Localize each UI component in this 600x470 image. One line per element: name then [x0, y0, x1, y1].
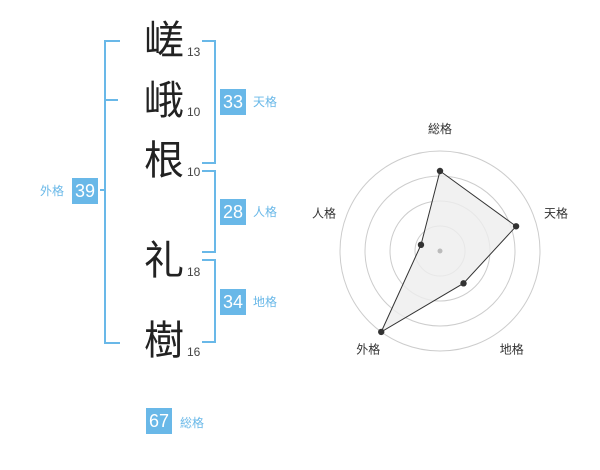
radar-axis-label-5: 人格: [312, 205, 336, 220]
radar-point-2: [512, 223, 520, 230]
radar-point-4: [378, 328, 385, 336]
tenkaku-label: 天格: [253, 95, 278, 109]
gaikaku-bracket-tick: [104, 99, 118, 101]
jinkaku-bracket: [202, 170, 216, 253]
stroke-count-4: 18: [187, 265, 201, 279]
tenkaku-value: 33: [220, 89, 246, 115]
radar-center-dot: [437, 248, 443, 254]
stroke-count-2: 10: [187, 105, 201, 119]
name-char-2: 峨: [144, 78, 184, 124]
radar-ring: [339, 150, 541, 352]
radar-point-5: [417, 241, 425, 249]
chikaku-bracket: [202, 259, 216, 343]
radar-point-1: [436, 167, 444, 175]
chikaku-value: 34: [220, 289, 246, 315]
gaikaku-value: 39: [72, 178, 98, 204]
stroke-count-1: 13: [187, 45, 201, 59]
radar-point-3: [460, 280, 467, 287]
stroke-count-5: 16: [187, 345, 201, 359]
jinkaku-label: 人格: [253, 205, 278, 219]
radar-axis-label-3: 地格: [500, 342, 524, 357]
radar-series-area: [380, 170, 517, 334]
tenkaku-bracket: [202, 40, 216, 164]
name-char-3: 根: [144, 138, 184, 184]
gaikaku-label: 外格: [40, 184, 65, 198]
stroke-count-3: 10: [187, 165, 201, 179]
radar-axis-label-4: 外格: [356, 342, 380, 357]
soukaku-label: 総格: [180, 416, 205, 430]
jinkaku-value: 28: [220, 199, 246, 225]
soukaku-value: 67: [146, 408, 172, 434]
name-char-4: 礼: [144, 238, 184, 284]
chikaku-label: 地格: [253, 295, 278, 309]
name-char-1: 嵯: [144, 18, 184, 64]
radar-axis-label-2: 天格: [544, 205, 568, 220]
gaikaku-connector: [100, 189, 106, 191]
name-char-5: 樹: [144, 318, 184, 364]
radar-axis-label-1: 総格: [428, 121, 452, 136]
gaikaku-bracket: [104, 40, 120, 344]
